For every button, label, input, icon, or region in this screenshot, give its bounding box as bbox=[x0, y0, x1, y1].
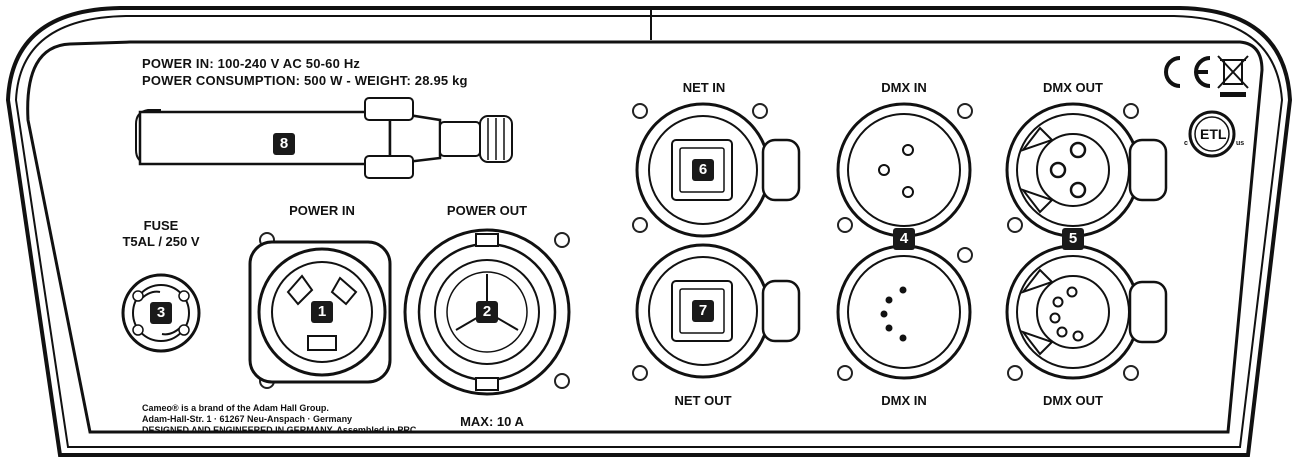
etl-mark-icon bbox=[1188, 110, 1236, 158]
fuse-rating-label: T5AL / 250 V bbox=[122, 234, 200, 249]
dmx-in-bottom-label: DMX IN bbox=[881, 393, 927, 408]
power-out-label: POWER OUT bbox=[446, 203, 528, 218]
net-in-label: NET IN bbox=[682, 80, 726, 95]
dmx-out-bottom-label: DMX OUT bbox=[1043, 393, 1103, 408]
power-in-spec: POWER IN: 100-240 V AC 50-60 Hz bbox=[142, 56, 361, 71]
address-note: Adam-Hall-Str. 1 · 61267 Neu-Anspach · G… bbox=[142, 414, 353, 424]
dmx-out-top-label: DMX OUT bbox=[1043, 80, 1103, 95]
fuse-label: FUSE bbox=[143, 218, 179, 233]
badge-3: 3 bbox=[150, 302, 172, 324]
dmx-out-3pin-connector bbox=[1005, 102, 1168, 238]
badge-7: 7 bbox=[692, 300, 714, 322]
etl-us-text: us bbox=[1236, 140, 1245, 147]
dmx-out-5pin-connector bbox=[1005, 244, 1168, 381]
dmx-in-3pin-connector bbox=[836, 102, 973, 238]
dmx-in-top-label: DMX IN bbox=[881, 80, 927, 95]
origin-note: DESIGNED AND ENGINEERED IN GERMANY. Asse… bbox=[142, 425, 417, 435]
badge-8: 8 bbox=[273, 133, 295, 155]
badge-4: 4 bbox=[893, 228, 915, 250]
weee-bin-icon bbox=[1217, 55, 1249, 97]
etl-text: ETL bbox=[1200, 126, 1227, 142]
badge-6: 6 bbox=[692, 159, 714, 181]
max-current-label: MAX: 10 A bbox=[460, 414, 524, 429]
power-consumption-spec: POWER CONSUMPTION: 500 W - WEIGHT: 28.95… bbox=[142, 73, 468, 88]
power-in-label: POWER IN bbox=[289, 203, 355, 218]
dmx-in-5pin-connector bbox=[836, 244, 973, 381]
cable-strain-relief bbox=[135, 97, 513, 179]
badge-1: 1 bbox=[311, 301, 333, 323]
brand-note: Cameo® is a brand of the Adam Hall Group… bbox=[142, 403, 329, 413]
net-out-label: NET OUT bbox=[674, 393, 732, 408]
ce-mark-icon bbox=[1164, 56, 1211, 88]
etl-c-text: c bbox=[1184, 140, 1188, 147]
badge-2: 2 bbox=[476, 301, 498, 323]
panel-housing-inner-line bbox=[14, 15, 1284, 448]
badge-5: 5 bbox=[1062, 228, 1084, 250]
